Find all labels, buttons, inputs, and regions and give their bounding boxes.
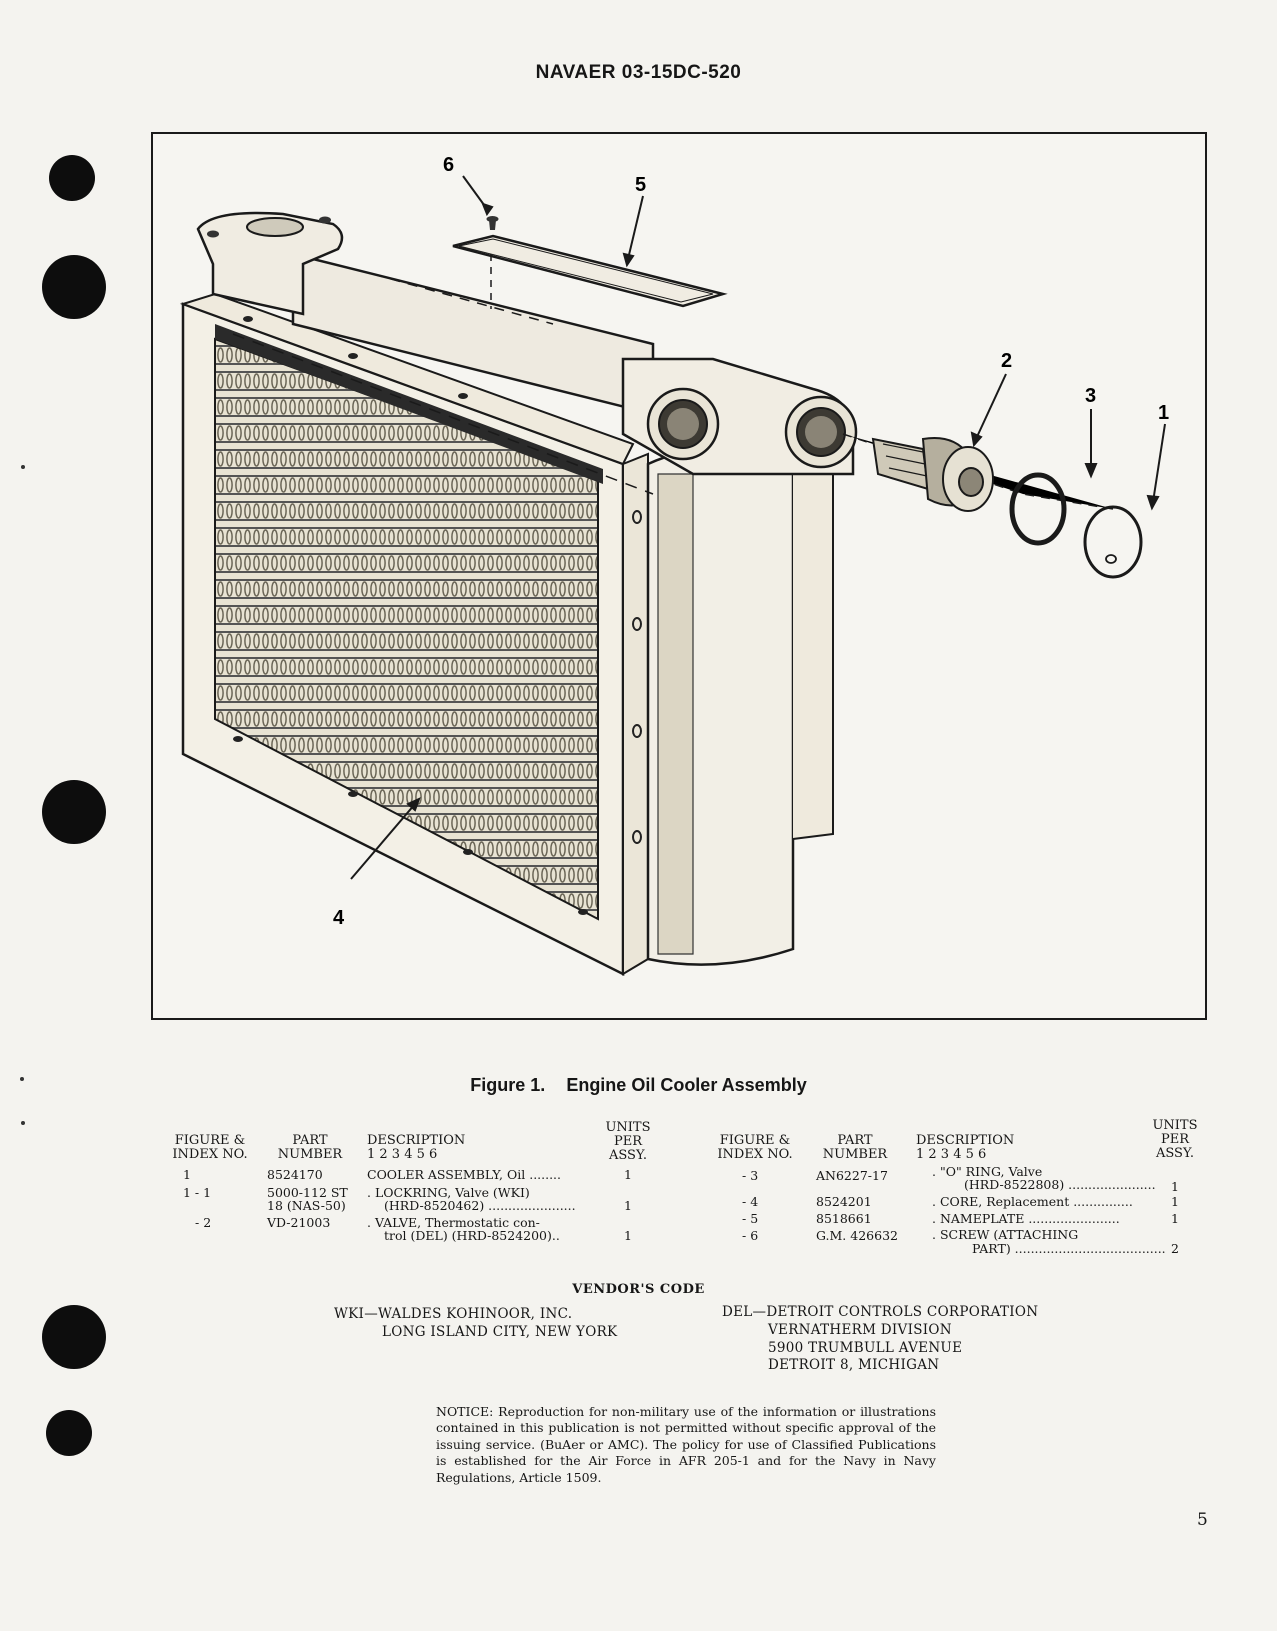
table-row-index: - 4 (742, 1194, 759, 1209)
table-row-desc: (HRD-8520462) ...................... (384, 1198, 576, 1213)
callout-1: 1 (1158, 402, 1169, 424)
figure-illustration: 6 5 2 3 1 4 (151, 132, 1207, 1020)
callout-5: 5 (635, 174, 646, 196)
table-row-desc: . "O" RING, Valve (932, 1164, 1043, 1179)
speck (21, 465, 25, 469)
table-row-part: 8524170 (267, 1167, 323, 1182)
vendor-del-line-4: DETROIT 8, MICHIGAN (768, 1357, 940, 1373)
table-row-desc: . CORE, Replacement ............... (932, 1194, 1133, 1209)
table-row-units: 1 (1171, 1211, 1179, 1226)
punch-hole (42, 780, 106, 844)
col-header-figure-index-right: FIGURE &INDEX NO. (717, 1133, 793, 1162)
table-row-part: 8518661 (816, 1211, 872, 1226)
vendor-del-line-1: DEL—DETROIT CONTROLS CORPORATION (722, 1304, 1039, 1320)
reproduction-notice: NOTICE: Reproduction for non-military us… (436, 1404, 936, 1485)
vendor-del-line-3: 5900 TRUMBULL AVENUE (768, 1340, 963, 1356)
table-row-desc: COOLER ASSEMBLY, Oil ........ (367, 1167, 562, 1182)
speck (21, 1121, 25, 1125)
vendor-wki-line-1: WKI—WALDES KOHINOOR, INC. (334, 1306, 573, 1322)
table-row-units: 2 (1171, 1241, 1179, 1256)
table-row-desc: trol (DEL) (HRD-8524200).. (384, 1228, 560, 1243)
table-row-index: 1 (183, 1167, 191, 1182)
oil-cooler-drawing: 6 5 2 3 1 4 (179, 154, 1169, 977)
figure-number: Figure 1. (470, 1075, 546, 1095)
table-row-part: AN6227-17 (816, 1168, 888, 1183)
table-row-part: 18 (NAS-50) (267, 1198, 346, 1213)
table-row-index: 1 - 1 (183, 1185, 212, 1200)
vendor-wki-line-2: LONG ISLAND CITY, NEW YORK (382, 1324, 618, 1340)
table-row-desc: . NAMEPLATE ....................... (932, 1211, 1120, 1226)
punch-hole (42, 1305, 106, 1369)
punch-hole (42, 255, 106, 319)
table-row-desc: . LOCKRING, Valve (WKI) (367, 1185, 530, 1200)
table-row-desc: . SCREW (ATTACHING (932, 1227, 1079, 1242)
table-row-units: 1 (1171, 1179, 1179, 1194)
col-header-figure-index: FIGURE &INDEX NO. (172, 1133, 248, 1162)
punch-hole (46, 1410, 92, 1456)
vendors-code-title: VENDOR'S CODE (572, 1282, 705, 1297)
table-row-part: 8524201 (816, 1194, 872, 1209)
table-row-desc: . VALVE, Thermostatic con- (367, 1215, 540, 1230)
figure-title: Engine Oil Cooler Assembly (566, 1075, 807, 1095)
table-row-units: 1 (624, 1228, 632, 1243)
table-row-index: - 3 (742, 1168, 759, 1183)
callout-3: 3 (1085, 385, 1096, 407)
page-number: 5 (1197, 1510, 1208, 1530)
table-row-part: VD-21003 (267, 1215, 331, 1230)
vendor-del-line-2: VERNATHERM DIVISION (768, 1322, 952, 1338)
callout-2: 2 (1001, 350, 1012, 372)
table-row-index: - 5 (742, 1211, 759, 1226)
callout-6: 6 (443, 154, 454, 176)
document-number: NAVAER 03-15DC-520 (535, 62, 742, 83)
table-row-part: 5000-112 ST (267, 1185, 348, 1200)
table-row-desc: PART) ..................................… (972, 1241, 1166, 1256)
table-row-index: - 2 (195, 1215, 212, 1230)
punch-hole (49, 155, 95, 201)
table-row-desc: (HRD-8522808) ...................... (964, 1177, 1156, 1192)
callout-4: 4 (333, 907, 345, 929)
table-row-index: - 6 (742, 1228, 759, 1243)
table-row-units: 1 (624, 1167, 632, 1182)
table-row-part: G.M. 426632 (816, 1228, 898, 1243)
table-row-units: 1 (624, 1198, 632, 1213)
figure-caption: Figure 1. Engine Oil Cooler Assembly (0, 1075, 1277, 1096)
table-row-units: 1 (1171, 1194, 1179, 1209)
speck (20, 1077, 24, 1081)
